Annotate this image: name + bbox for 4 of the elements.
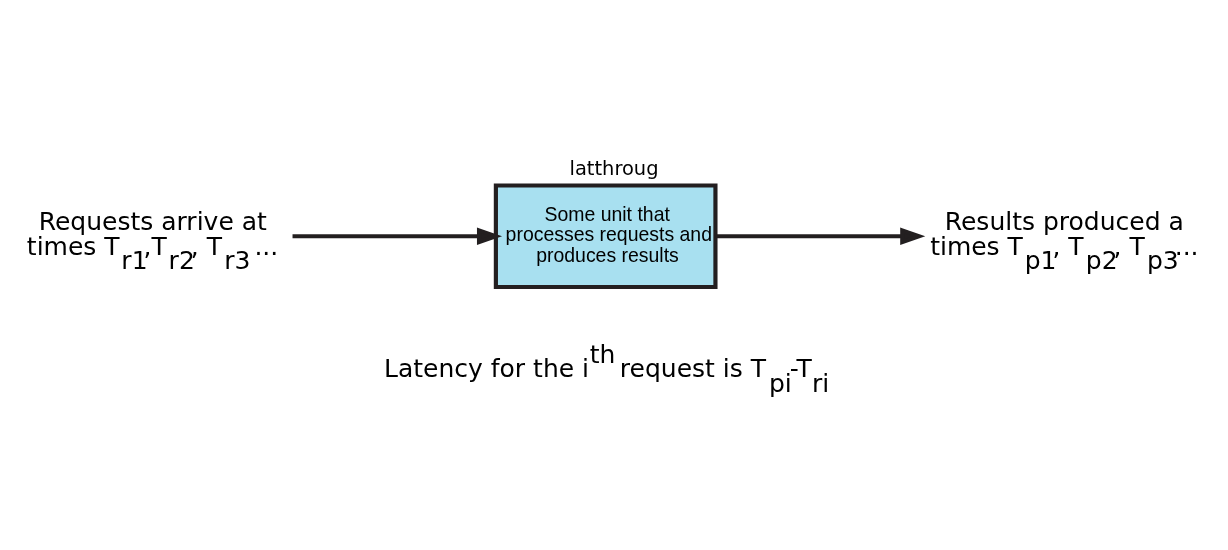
diagram-title: latthroug — [569, 156, 659, 180]
arrow — [716, 226, 926, 245]
node-box: Some unit that processes requests and produces results — [493, 182, 718, 289]
arrow — [292, 226, 503, 245]
